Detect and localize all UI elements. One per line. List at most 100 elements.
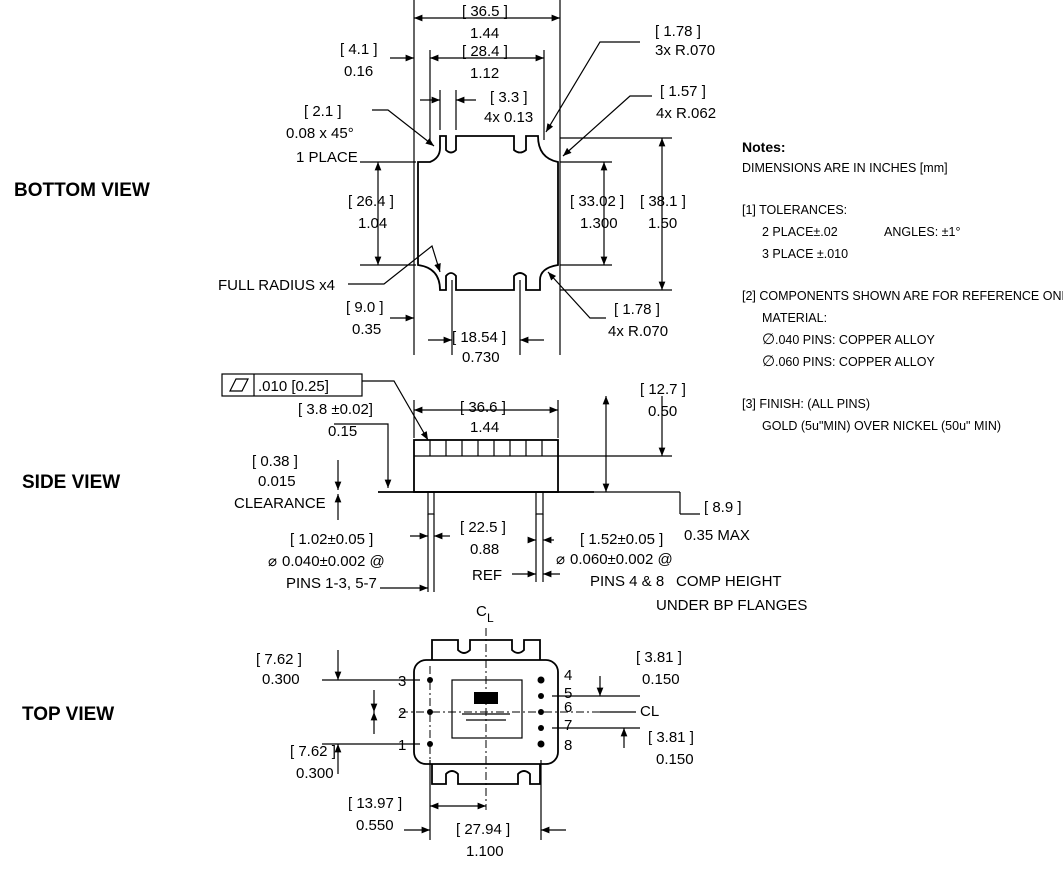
one-place-note: 1 PLACE xyxy=(296,149,358,166)
dim-1-57-mm: [ 1.57 ] xyxy=(660,83,706,100)
dim-1-78-b-mm: [ 1.78 ] xyxy=(614,301,660,318)
diameter-icon: ∅ xyxy=(762,353,775,370)
dim-22-5-in: 0.88 xyxy=(470,541,499,558)
dim-0-38-mm: [ 0.38 ] xyxy=(252,453,298,470)
dim-1-52-in: 0.060±0.002 @ xyxy=(570,551,673,568)
dim-38-1-mm: [ 38.1 ] xyxy=(640,193,686,210)
diameter-icon: ∅ xyxy=(762,331,775,348)
dim-1-78-in: 3x R.070 xyxy=(655,42,715,59)
notes-finish-text: GOLD (5u"MIN) OVER NICKEL (50u" MIN) xyxy=(762,419,1001,433)
top-view: C L CL [ 7.62 ] 0.300 [ 7.62 ] 0.300 [ 3… xyxy=(256,603,694,860)
dim-36-5-in: 1.44 xyxy=(470,25,499,42)
dim-27-94-in: 1.100 xyxy=(466,843,504,860)
dim-1-78-mm: [ 1.78 ] xyxy=(655,23,701,40)
dim-36-5-mm: [ 36.5 ] xyxy=(462,3,508,20)
notes-tolerances: [1] TOLERANCES: xyxy=(742,203,847,217)
dim-3-81-a-mm: [ 3.81 ] xyxy=(636,649,682,666)
dim-26-4-in: 1.04 xyxy=(358,215,387,232)
dim-1-02-dia-symbol: ⌀ xyxy=(268,553,277,570)
dim-7-62-b-mm: [ 7.62 ] xyxy=(290,743,336,760)
dim-13-97-in: 0.550 xyxy=(356,817,394,834)
dim-22-5-mm: [ 22.5 ] xyxy=(460,519,506,536)
centerline-label: C xyxy=(476,603,487,620)
notes-pins-040: .040 PINS: COPPER ALLOY xyxy=(775,333,935,347)
dim-3-81-b-mm: [ 3.81 ] xyxy=(648,729,694,746)
bottom-view-label: BOTTOM VIEW xyxy=(14,180,150,201)
pin-4-label: 4 xyxy=(564,667,572,684)
pin-8-label: 8 xyxy=(564,737,572,754)
dim-4-1-in: 0.16 xyxy=(344,63,373,80)
top-view-label: TOP VIEW xyxy=(22,704,114,725)
notes-material: MATERIAL: xyxy=(762,311,827,325)
dim-9-0-in: 0.35 xyxy=(352,321,381,338)
pin-040 xyxy=(427,491,435,515)
pin-1-label: 1 xyxy=(398,737,406,754)
dim-2-1-in: 0.08 x 45° xyxy=(286,125,354,142)
pin-2-label: 2 xyxy=(398,705,406,722)
clearance-label: CLEARANCE xyxy=(234,495,326,512)
dim-1-52-mm: [ 1.52±0.05 ] xyxy=(580,531,663,548)
pin-5-label: 5 xyxy=(564,685,572,702)
pin-7-label: 7 xyxy=(564,717,572,734)
notes-components: [2] COMPONENTS SHOWN ARE FOR REFERENCE O… xyxy=(742,289,1063,303)
pins-4-8: PINS 4 & 8 xyxy=(590,573,664,590)
pins-1-3-5-7: PINS 1-3, 5-7 xyxy=(286,575,377,592)
dim-2-1-mm: [ 2.1 ] xyxy=(304,103,342,120)
dim-12-7-mm: [ 12.7 ] xyxy=(640,381,686,398)
bottom-view-outline xyxy=(417,135,559,291)
dim-0-38-in: 0.015 xyxy=(258,473,296,490)
dim-9-0-mm: [ 9.0 ] xyxy=(346,299,384,316)
dim-4-1-mm: [ 4.1 ] xyxy=(340,41,378,58)
dim-33-02-mm: [ 33.02 ] xyxy=(570,193,624,210)
dim-3-3-in: 4x 0.13 xyxy=(484,109,533,126)
notes-3-place: 3 PLACE ±.010 xyxy=(762,247,848,261)
centerline-right-label: CL xyxy=(640,703,659,720)
dim-3-8-in: 0.15 xyxy=(328,423,357,440)
dim-3-81-b-in: 0.150 xyxy=(656,751,694,768)
dim-26-4-mm: [ 26.4 ] xyxy=(348,193,394,210)
dim-1-02-mm: [ 1.02±0.05 ] xyxy=(290,531,373,548)
dim-18-54-in: 0.730 xyxy=(462,349,500,366)
full-radius-note: FULL RADIUS x4 xyxy=(218,277,335,294)
dim-27-94-mm: [ 27.94 ] xyxy=(456,821,510,838)
flatness-frame xyxy=(221,373,363,397)
dim-3-3-mm: [ 3.3 ] xyxy=(490,89,528,106)
notes-finish: [3] FINISH: (ALL PINS) xyxy=(742,397,870,411)
flatness-icon xyxy=(229,378,249,392)
label-area xyxy=(451,679,523,739)
notes-pins-060: .060 PINS: COPPER ALLOY xyxy=(775,355,935,369)
dim-1-78-b-in: 4x R.070 xyxy=(608,323,668,340)
top-flange xyxy=(431,639,541,660)
dim-3-81-a-in: 0.150 xyxy=(642,671,680,688)
ref-label: REF xyxy=(472,567,502,584)
dim-36-6-mm: [ 36.6 ] xyxy=(460,399,506,416)
pin-6-label: 6 xyxy=(564,699,572,716)
dim-8-9-mm: [ 8.9 ] xyxy=(704,499,742,516)
side-view-label: SIDE VIEW xyxy=(22,472,120,493)
side-view-body xyxy=(413,439,559,493)
centerline-label-sub: L xyxy=(487,611,494,625)
flatness-value: .010 [0.25] xyxy=(258,378,329,395)
dim-7-62-a-mm: [ 7.62 ] xyxy=(256,651,302,668)
dim-7-62-a-in: 0.300 xyxy=(262,671,300,688)
dim-18-54-mm: [ 18.54 ] xyxy=(452,329,506,346)
dim-8-9-in: 0.35 MAX xyxy=(684,527,750,544)
dim-1-02-in: 0.040±0.002 @ xyxy=(282,553,385,570)
dim-12-7-in: 0.50 xyxy=(648,403,677,420)
notes-angles: ANGLES: ±1° xyxy=(884,225,960,239)
notes-block: Notes: DIMENSIONS ARE IN INCHES [mm] [1]… xyxy=(742,139,1063,433)
dim-1-57-in: 4x R.062 xyxy=(656,105,716,122)
notes-title: Notes: xyxy=(742,139,786,155)
comp-height-label: COMP HEIGHT xyxy=(676,573,782,590)
pin-3-label: 3 xyxy=(398,673,406,690)
side-view: .010 [0.25] xyxy=(221,373,807,614)
bottom-flange xyxy=(431,764,541,785)
dim-38-1-in: 1.50 xyxy=(648,215,677,232)
dim-13-97-mm: [ 13.97 ] xyxy=(348,795,402,812)
dim-36-6-in: 1.44 xyxy=(470,419,499,436)
notes-units: DIMENSIONS ARE IN INCHES [mm] xyxy=(742,161,948,175)
notes-2-place: 2 PLACE±.02 xyxy=(762,225,838,239)
bottom-view: [ 36.5 ] 1.44 [ 1.78 ] 3x R.070 [ 4.1 ] … xyxy=(218,0,716,366)
dim-3-8-mm: [ 3.8 ±0.02] xyxy=(298,401,373,418)
